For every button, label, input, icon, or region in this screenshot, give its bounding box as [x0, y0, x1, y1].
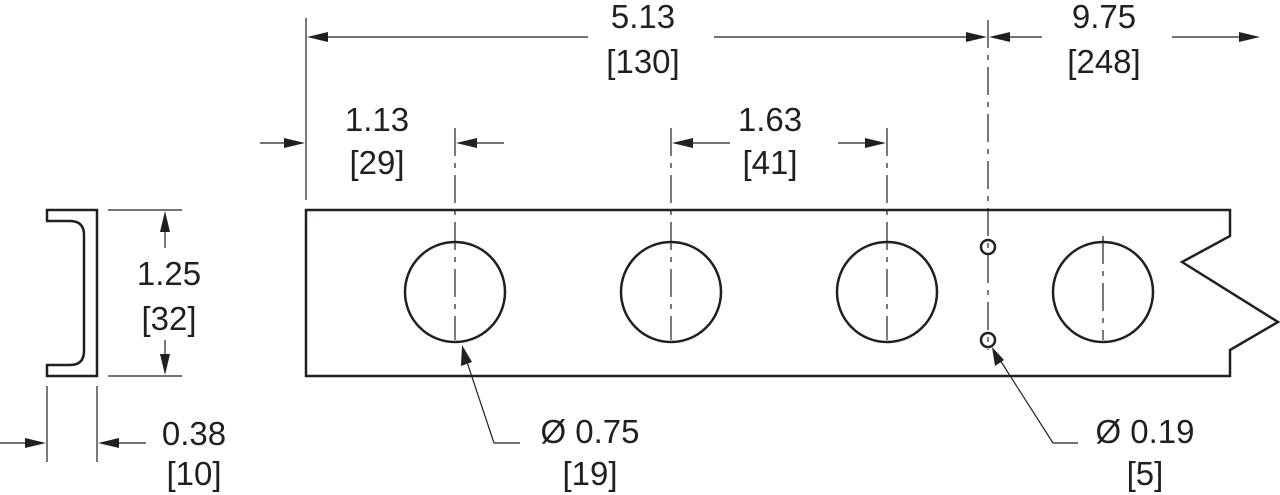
dim-edge-to-first-hole: 1.13 [29]: [260, 101, 504, 181]
overall-pitch-inch: 5.13: [611, 0, 675, 35]
edge-to-first-hole-mm: [29]: [349, 144, 404, 181]
hole-spacing-mm: [41]: [742, 144, 797, 181]
strip-view: [304, 18, 1280, 378]
small-hole-top: [979, 238, 997, 256]
edge-to-first-hole-inch: 1.13: [345, 101, 409, 138]
large-hole-diameter-mm: [19]: [562, 455, 617, 492]
dim-segment-length: 9.75 [248]: [989, 0, 1260, 80]
dim-hole-spacing: 1.63 [41]: [672, 101, 886, 181]
channel-depth-inch: 0.38: [162, 415, 226, 452]
channel-depth-mm: [10]: [166, 455, 221, 492]
large-hole-diameter-inch: Ø 0.75: [540, 413, 639, 450]
dim-channel-height: 1.25 [32]: [108, 209, 201, 377]
channel-profile: [45, 208, 99, 378]
dim-channel-depth: 0.38 [10]: [0, 386, 226, 492]
small-hole-diameter-mm: [5]: [1127, 455, 1164, 492]
leader-large-hole: Ø 0.75 [19]: [461, 345, 640, 492]
small-hole-diameter-inch: Ø 0.19: [1095, 413, 1194, 450]
segment-length-mm: [248]: [1067, 43, 1140, 80]
dim-overall-pitch: 5.13 [130]: [307, 0, 987, 80]
channel-height-inch: 1.25: [137, 255, 201, 292]
segment-length-inch: 9.75: [1072, 0, 1136, 35]
leader-small-hole: Ø 0.19 [5]: [992, 347, 1195, 492]
channel-height-mm: [32]: [141, 300, 196, 337]
hole-spacing-inch: 1.63: [738, 101, 802, 138]
small-hole-bottom: [979, 331, 997, 349]
channel-profile-outline: [45, 208, 99, 378]
overall-pitch-mm: [130]: [606, 43, 679, 80]
strip-outline: [304, 208, 1280, 378]
